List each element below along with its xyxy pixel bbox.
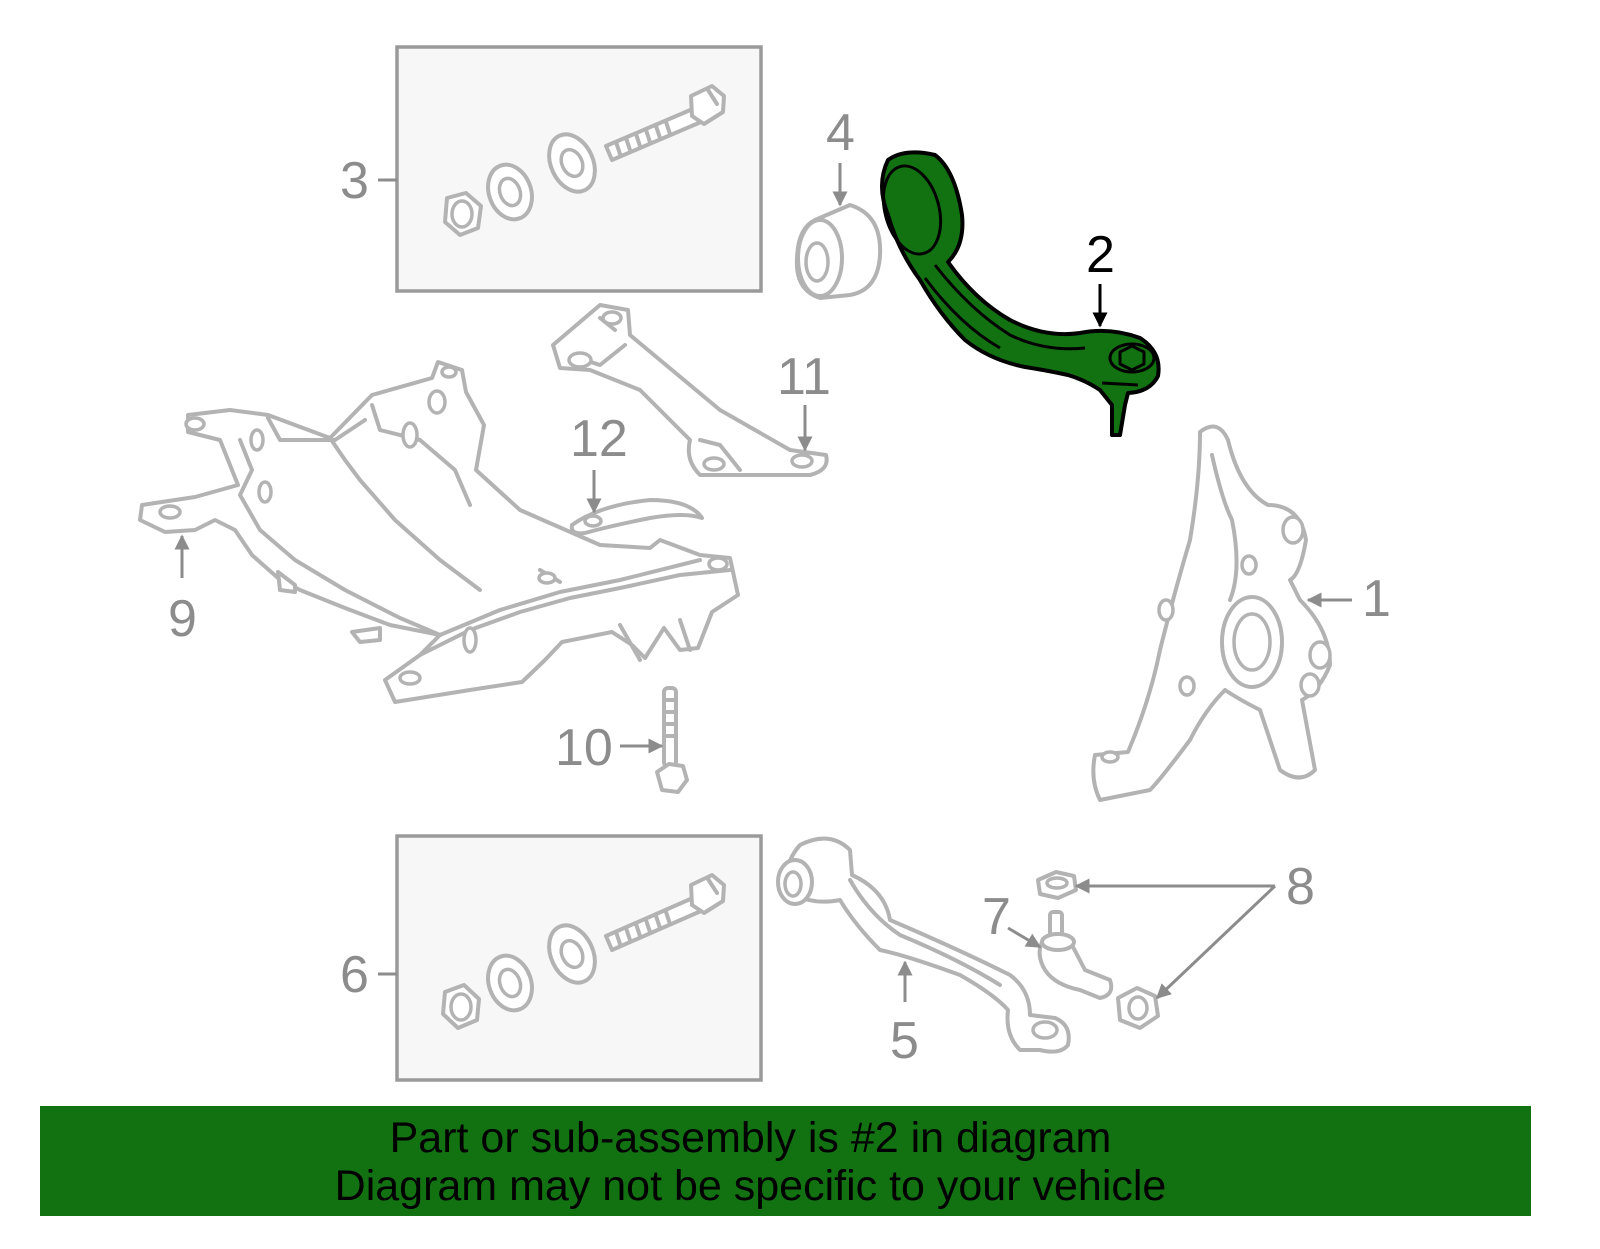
- part-3-hardware-kit: [395, 45, 763, 293]
- part-1-knuckle: [1091, 424, 1332, 802]
- part-8-nut-bottom: [1116, 986, 1160, 1030]
- callout-7: 7: [982, 888, 1011, 946]
- callout-numbers: 1 2 3 4 5 6 7 8 9 10 11 12: [168, 104, 1391, 1070]
- nut-icon: [443, 191, 483, 237]
- banner-line-1: Part or sub-assembly is #2 in diagram: [389, 1114, 1112, 1162]
- callout-9: 9: [168, 590, 197, 648]
- info-banner: Part or sub-assembly is #2 in diagram Di…: [40, 1106, 1531, 1216]
- part-10-bolt: [655, 686, 689, 794]
- part-4-bushing: [794, 203, 883, 300]
- part-5-control-arm: [776, 836, 1071, 1054]
- bolt-icon: [604, 84, 726, 162]
- part-7-ball-joint: [1037, 910, 1114, 1000]
- washer-icon: [547, 923, 597, 985]
- part-6-hardware-kit: [395, 834, 763, 1082]
- callout-2[interactable]: 2: [1086, 226, 1115, 284]
- callout-10: 10: [555, 719, 613, 777]
- part-12-bracket: [569, 498, 704, 536]
- washer-icon: [486, 953, 534, 1013]
- part-2-control-arm[interactable]: [874, 150, 1161, 437]
- callout-11: 11: [777, 348, 831, 406]
- bolt-icon: [604, 873, 726, 952]
- washer-icon: [486, 162, 534, 222]
- callout-8: 8: [1286, 858, 1315, 916]
- callout-4: 4: [826, 104, 855, 162]
- banner-line-2: Diagram may not be specific to your vehi…: [334, 1162, 1167, 1210]
- callout-leaders: [174, 163, 1352, 1002]
- callout-5: 5: [890, 1012, 919, 1070]
- part-8-nut-top: [1036, 870, 1078, 900]
- callout-1: 1: [1362, 570, 1391, 628]
- part-9-subframe: [138, 360, 740, 704]
- callout-3: 3: [340, 152, 369, 210]
- washer-icon: [547, 132, 597, 194]
- part-11-brace: [551, 303, 829, 477]
- callout-12: 12: [570, 410, 628, 468]
- callout-6: 6: [340, 946, 369, 1004]
- nut-icon: [441, 983, 481, 1030]
